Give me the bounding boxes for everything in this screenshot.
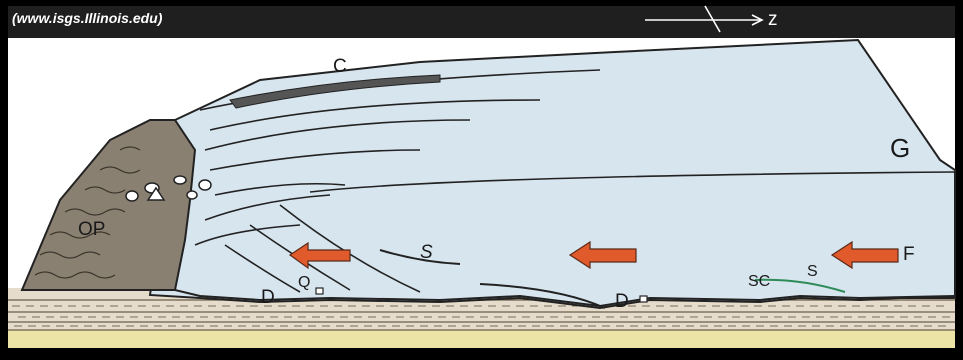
glacier-ice (150, 40, 955, 308)
north-label: z (768, 10, 778, 29)
label-D-left: D (261, 288, 275, 307)
label-S-right: S (807, 264, 818, 280)
label-G: G (890, 135, 910, 161)
source-credit: (www.isgs.Illinois.edu) (12, 10, 162, 26)
label-D-right: D (615, 292, 629, 311)
label-C: C (333, 57, 347, 76)
label-S-left: S (420, 243, 433, 262)
sand-layer (8, 330, 955, 348)
label-OP: OP (78, 220, 105, 239)
label-SC: SC (748, 274, 770, 290)
label-F: F (903, 245, 915, 264)
label-Q: Q (298, 275, 310, 291)
